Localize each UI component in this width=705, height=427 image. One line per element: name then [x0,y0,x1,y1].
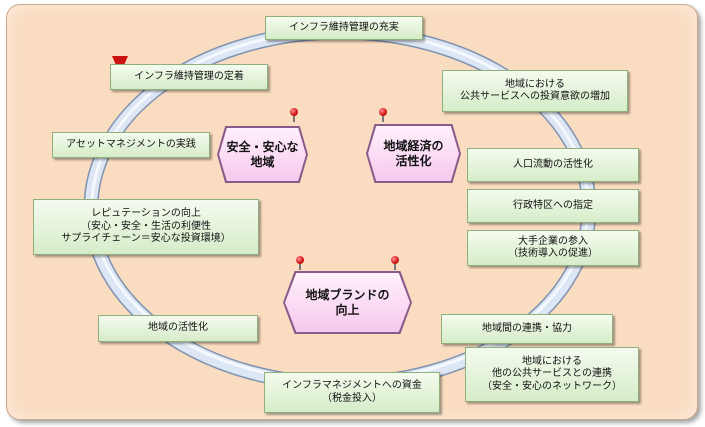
box-large-companies: 大手企業の参入 （技術導入の促進） [467,230,639,266]
box-special-zone: 行政特区への指定 [467,189,639,223]
hexagon-economy-activation: 地域経済の 活性化 [366,124,461,183]
hexagon-brand-improvement: 地域ブランドの 向上 [283,271,412,334]
hexagon-economy-activation-label: 地域経済の 活性化 [383,138,444,168]
pushpin-icon [296,256,304,270]
box-asset-management: アセットマネジメントの実践 [52,132,210,158]
box-population-flow: 人口流動の活性化 [467,148,639,182]
box-other-public-services: 地域における 他の公共サービスとの連携 （安全・安心のネットワーク） [465,347,639,402]
hexagon-safe-region: 安全・安心な 地域 [217,126,308,183]
box-infra-maintenance-enhancement: インフラ維持管理の充実 [265,16,423,40]
pushpin-icon [379,108,387,122]
box-interregional-cooperation: 地域間の連携・協力 [441,314,613,344]
hexagon-safe-region-label: 安全・安心な 地域 [226,139,299,169]
hexagon-brand-improvement-label: 地域ブランドの 向上 [305,287,390,317]
box-infra-funding: インフラマネジメントへの資金 （税金投入） [264,372,440,413]
box-public-service-investment: 地域における 公共サービスへの投資意欲の増加 [442,70,628,112]
box-regional-activation: 地域の活性化 [98,315,258,342]
box-infra-maintenance-established: インフラ維持管理の定着 [110,64,268,90]
pushpin-icon [290,108,298,122]
box-reputation: レピュテーションの向上 （安心・安全・生活の利便性 サプライチェーン＝安心な投資… [33,199,259,255]
pushpin-icon [391,256,399,270]
